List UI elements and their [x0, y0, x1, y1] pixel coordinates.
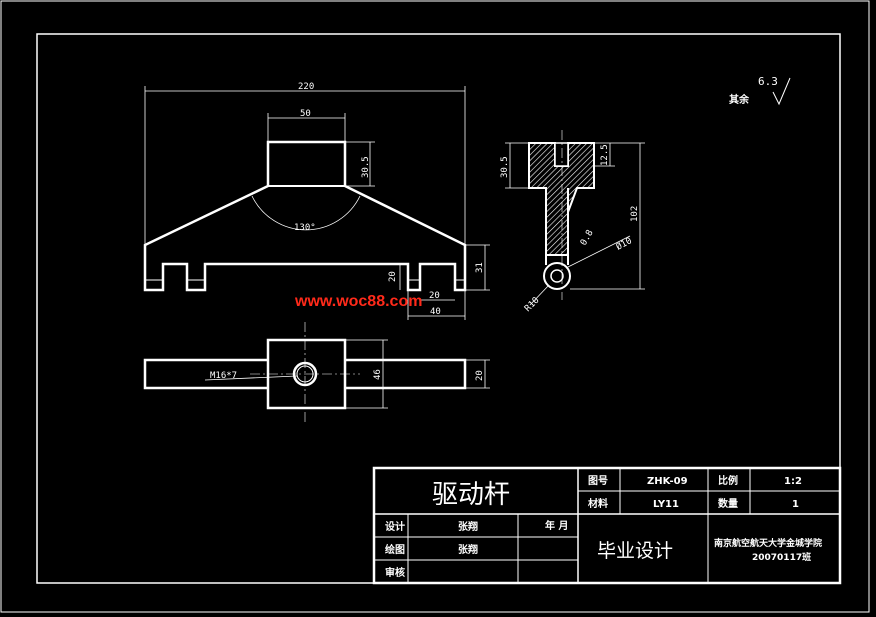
material-label: 材料: [588, 497, 608, 510]
drawing-no: ZHK-09: [647, 476, 688, 487]
dim-total-height: 31: [475, 262, 485, 273]
dim-chamfer: 0.8: [579, 228, 596, 247]
surface-finish-symbol: [772, 77, 791, 106]
dim-thread: M16*7: [210, 371, 237, 381]
surface-finish-label: 其余: [729, 93, 750, 106]
school-name: 南京航空航天大学金城学院: [714, 537, 822, 549]
dim-slot-width: 20: [429, 291, 440, 301]
plan-view: [143, 322, 490, 425]
material-value: LY11: [653, 499, 679, 510]
draw-label: 绘图: [385, 543, 405, 556]
designer-name: 张翔: [458, 520, 478, 533]
dim-recess-depth: 12.5: [600, 144, 610, 166]
quantity-label: 数量: [718, 497, 738, 510]
design-label: 设计: [385, 520, 405, 533]
dim-slot-height: 20: [388, 271, 398, 282]
dim-slot-span: 40: [430, 307, 441, 317]
part-name: 驱动杆: [432, 480, 510, 510]
front-view: [143, 86, 490, 320]
dim-side-boss-height: 30.5: [500, 156, 510, 178]
dim-overall-width: 220: [298, 82, 314, 92]
dim-boss-height: 30.5: [361, 156, 371, 178]
scale-value: 1:2: [784, 476, 802, 487]
dim-boss-size: 46: [373, 369, 383, 380]
drawing-no-label: 图号: [588, 475, 608, 487]
dim-boss-width: 50: [300, 109, 311, 119]
drafter-name: 张翔: [458, 543, 478, 556]
quantity-value: 1: [792, 499, 799, 510]
dim-angle: 130°: [294, 223, 316, 233]
dim-length: 102: [630, 206, 640, 222]
class-id: 20070117班: [752, 551, 811, 563]
scale-label: 比例: [718, 474, 738, 487]
project-title: 毕业设计: [597, 540, 673, 562]
date-label: 年 月: [545, 519, 568, 532]
watermark: www.woc88.com: [294, 293, 422, 310]
dim-hole-diameter: Ø10: [614, 235, 634, 252]
dim-end-radius: R10: [523, 296, 542, 315]
dim-arm-width: 20: [475, 370, 485, 381]
review-label: 审核: [385, 566, 405, 579]
title-block: [372, 466, 842, 585]
side-view: [505, 130, 645, 306]
surface-finish-value: 6.3: [758, 75, 778, 88]
